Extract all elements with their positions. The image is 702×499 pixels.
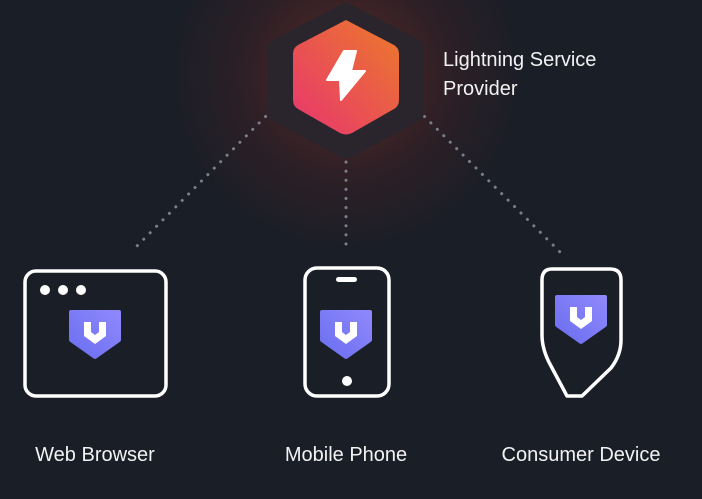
- web-browser-icon: [23, 269, 168, 398]
- lightning-bolt-icon: [326, 50, 366, 101]
- provider-hexagon: [268, 2, 424, 159]
- connector-web-browser: [135, 108, 274, 248]
- connector-lines: [135, 108, 563, 255]
- provider-title: Lightning Service Provider: [443, 46, 596, 104]
- provider-title-line2: Provider: [443, 78, 518, 100]
- provider-title-line1: Lightning Service: [443, 49, 597, 71]
- consumer-device-icon: [540, 267, 623, 398]
- mobile-phone-icon: [303, 266, 391, 398]
- web-browser-label: Web Browser: [35, 444, 155, 466]
- consumer-device-label: Consumer Device: [501, 444, 661, 466]
- mobile-phone-label: Mobile Phone: [284, 444, 408, 466]
- connector-consumer-device: [416, 108, 563, 255]
